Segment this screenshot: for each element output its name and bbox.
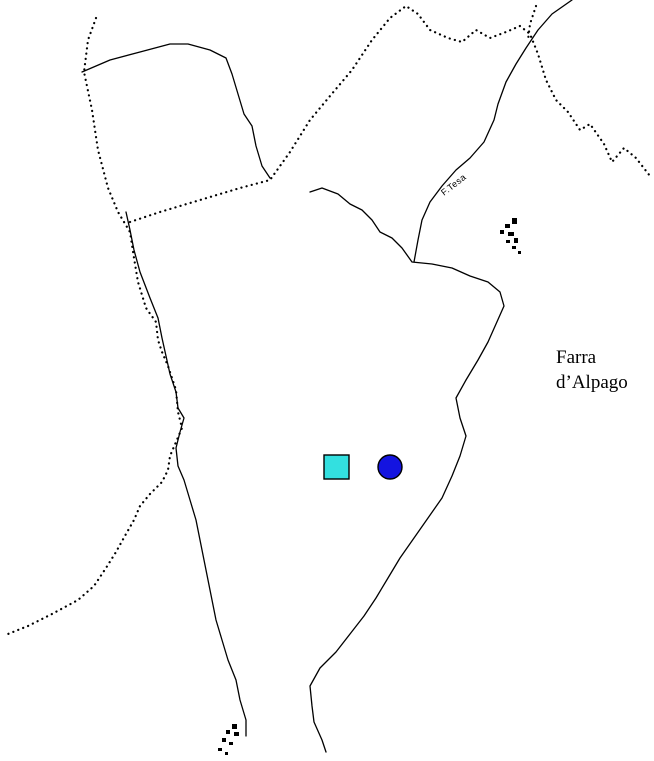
place-label-line2: d’Alpago: [556, 372, 628, 393]
road-upper-loop: [81, 43, 271, 179]
circle-marker: [377, 454, 403, 480]
place-label-farra-dalpago: Farra d’Alpago: [556, 345, 628, 395]
boundary-right-spur: [526, 4, 538, 42]
dotted-boundaries: [6, 4, 652, 636]
square-marker: [323, 454, 350, 480]
river-main: [125, 211, 247, 737]
place-label-line1: Farra: [556, 347, 597, 368]
solid-lines: [81, 0, 573, 753]
settlement-symbol-bottom: [218, 724, 239, 755]
area-outline: [309, 187, 505, 753]
boundary-middle: [128, 4, 652, 224]
boundary-top-left: [6, 16, 184, 636]
river-tesa: [413, 0, 573, 263]
settlement-symbol-top-right: [500, 218, 521, 254]
